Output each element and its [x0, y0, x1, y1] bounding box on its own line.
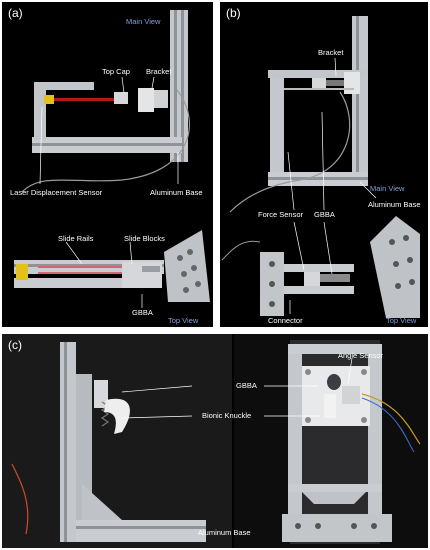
panel-c: (c) GBBA Bionic Knuckle Angle Sensor Alu…	[2, 334, 428, 548]
gbba-label: GBBA	[132, 308, 153, 317]
top-view-label: Top View	[386, 316, 417, 325]
gbba-label: GBBA	[314, 210, 335, 219]
panel-c-illustration	[2, 334, 428, 548]
connector-label: Connector	[268, 316, 303, 325]
bracket-label: Bracket	[318, 48, 344, 57]
force-sensor-label: Force Sensor	[258, 210, 304, 219]
aluminum-base-label: Aluminum Base	[150, 188, 203, 197]
angle-sensor-label: Angle Sensor	[338, 351, 384, 360]
top-view-label: Top View	[168, 316, 199, 325]
main-view-label: Main View	[126, 17, 161, 26]
panel-a-illustration	[14, 10, 210, 308]
slide-blocks-label: Slide Blocks	[124, 234, 165, 243]
panel-b-tag: (b)	[226, 6, 241, 20]
aluminum-base-label: Aluminum Base	[368, 200, 421, 209]
aluminum-base-label: Aluminum Base	[198, 528, 251, 537]
laser-sensor-label: Laser Displacement Sensor	[10, 188, 103, 197]
panel-c-tag: (c)	[8, 338, 22, 352]
main-view-label: Main View	[370, 184, 405, 193]
bracket-label: Bracket	[146, 67, 172, 76]
panel-b-illustration	[221, 16, 420, 318]
top-cap-label: Top Cap	[102, 67, 130, 76]
panel-b: (b) Bracket Main View Force Sensor GBBA …	[220, 2, 428, 327]
panel-a: (a) Main View Top Cap Bracket Laser Disp…	[2, 2, 213, 327]
panel-a-tag: (a)	[8, 6, 23, 20]
bionic-knuckle-label: Bionic Knuckle	[202, 411, 252, 420]
slide-rails-label: Slide Rails	[58, 234, 94, 243]
gbba-label: GBBA	[236, 381, 257, 390]
